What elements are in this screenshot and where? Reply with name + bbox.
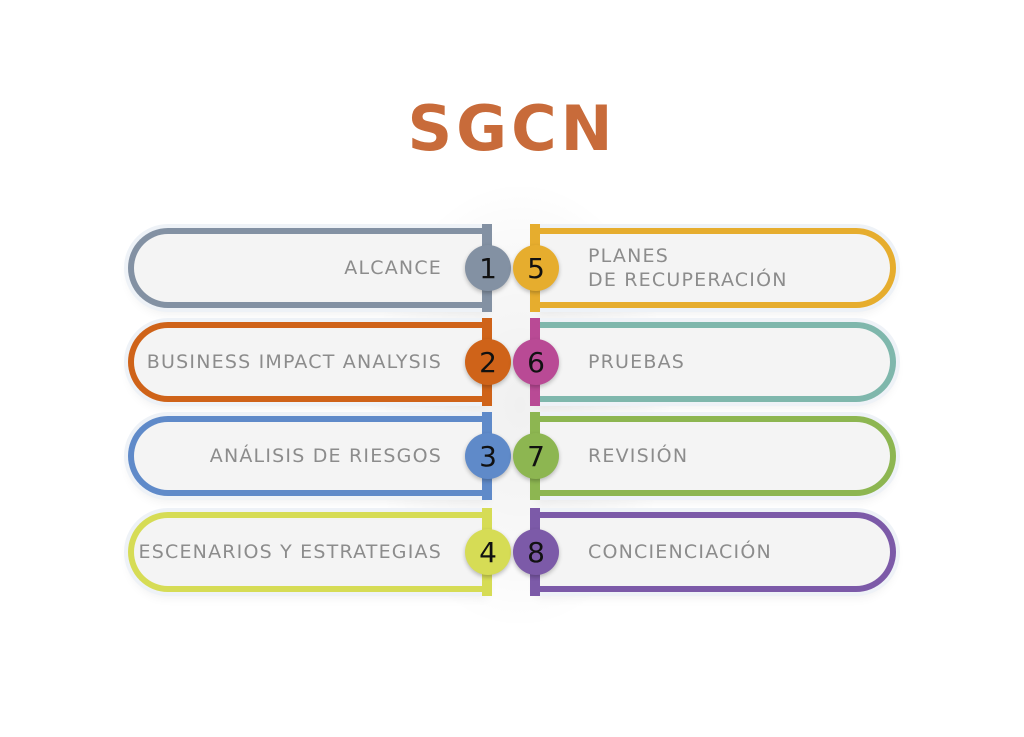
step-label-line: BUSINESS IMPACT ANALYSIS [146,351,442,373]
step-number-text: 8 [527,535,545,569]
step-card-8 [536,512,896,592]
step-label-6: PRUEBAS [588,350,685,374]
step-number-text: 6 [527,345,545,379]
step-label-7: REVISIÓN [588,444,688,468]
step-number-text: 7 [527,439,545,473]
step-card-1 [128,228,488,308]
step-card-7 [536,416,896,496]
step-label-line: ESCENARIOS Y ESTRATEGIAS [138,541,442,563]
step-number-text: 5 [527,251,545,285]
step-label-3: ANÁLISIS DE RIESGOS [210,444,442,468]
step-label-line: PRUEBAS [588,351,686,373]
step-number-1: 1 [465,245,511,291]
step-card-2 [128,322,488,402]
diagram-title: SGCN [407,92,617,165]
step-card-3 [128,416,488,496]
step-label-line: ANÁLISIS DE RIESGOS [209,445,442,467]
step-label-line: REVISIÓN [588,445,689,467]
step-number-text: 1 [479,251,497,285]
step-label-2: BUSINESS IMPACT ANALYSIS [147,350,442,374]
step-number-6: 6 [513,339,559,385]
step-label-line: PLANES [588,245,669,267]
step-number-5: 5 [513,245,559,291]
step-label-1: ALCANCE [344,256,442,280]
step-card-6 [536,322,896,402]
step-number-4: 4 [465,529,511,575]
step-label-line: CONCIENCIACIÓN [588,541,772,563]
step-card-4 [128,512,488,592]
step-number-text: 3 [479,439,497,473]
step-label-8: CONCIENCIACIÓN [588,540,772,564]
step-number-3: 3 [465,433,511,479]
step-number-7: 7 [513,433,559,479]
step-card-5 [536,228,896,308]
step-label-line: DE RECUPERACIÓN [588,269,788,291]
step-number-8: 8 [513,529,559,575]
step-number-text: 2 [479,345,497,379]
step-label-4: ESCENARIOS Y ESTRATEGIAS [139,540,442,564]
step-label-line: ALCANCE [344,257,442,279]
step-number-2: 2 [465,339,511,385]
step-number-text: 4 [479,535,497,569]
